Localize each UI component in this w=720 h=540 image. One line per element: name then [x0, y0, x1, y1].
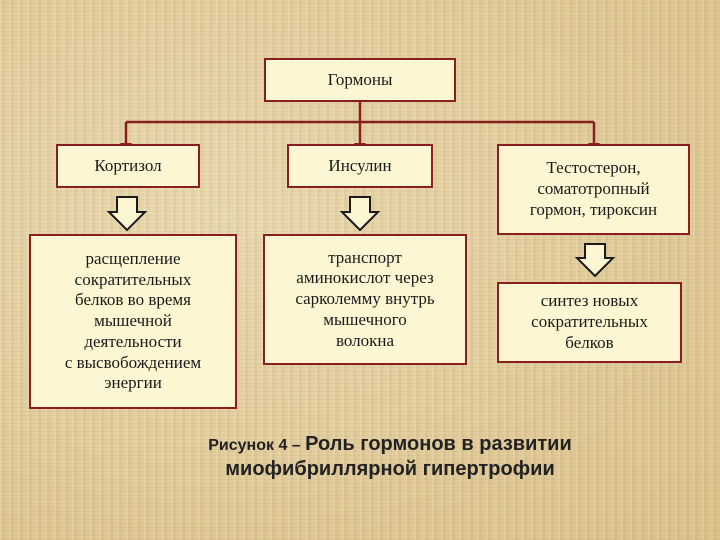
block-arrow-down-left	[106, 196, 148, 232]
node-cortisol: Кортизол	[56, 144, 200, 188]
block-arrow-down-right	[574, 243, 616, 278]
caption-prefix: Рисунок 4 –	[208, 437, 301, 454]
caption-title-line-1: Роль гормонов в развитии	[305, 433, 572, 455]
effect-testosterone-group: синтез новых сократительных белков	[497, 282, 682, 363]
block-arrow-down-middle	[339, 196, 381, 232]
caption-line-1: Рисунок 4 – Роль гормонов в развитии	[120, 432, 660, 457]
effect-insulin: транспорт аминокислот через сарколемму в…	[263, 234, 467, 365]
node-insulin: Инсулин	[287, 144, 433, 188]
figure-caption: Рисунок 4 – Роль гормонов в развитии мио…	[120, 432, 660, 482]
effect-cortisol: расщепление сократительных белков во вре…	[29, 234, 237, 409]
root-node-hormones: Гормоны	[264, 58, 456, 102]
node-testosterone-group: Тестостерон, соматотропный гормон, тирок…	[497, 144, 690, 235]
caption-title-line-2: миофибриллярной гипертрофии	[225, 458, 555, 480]
